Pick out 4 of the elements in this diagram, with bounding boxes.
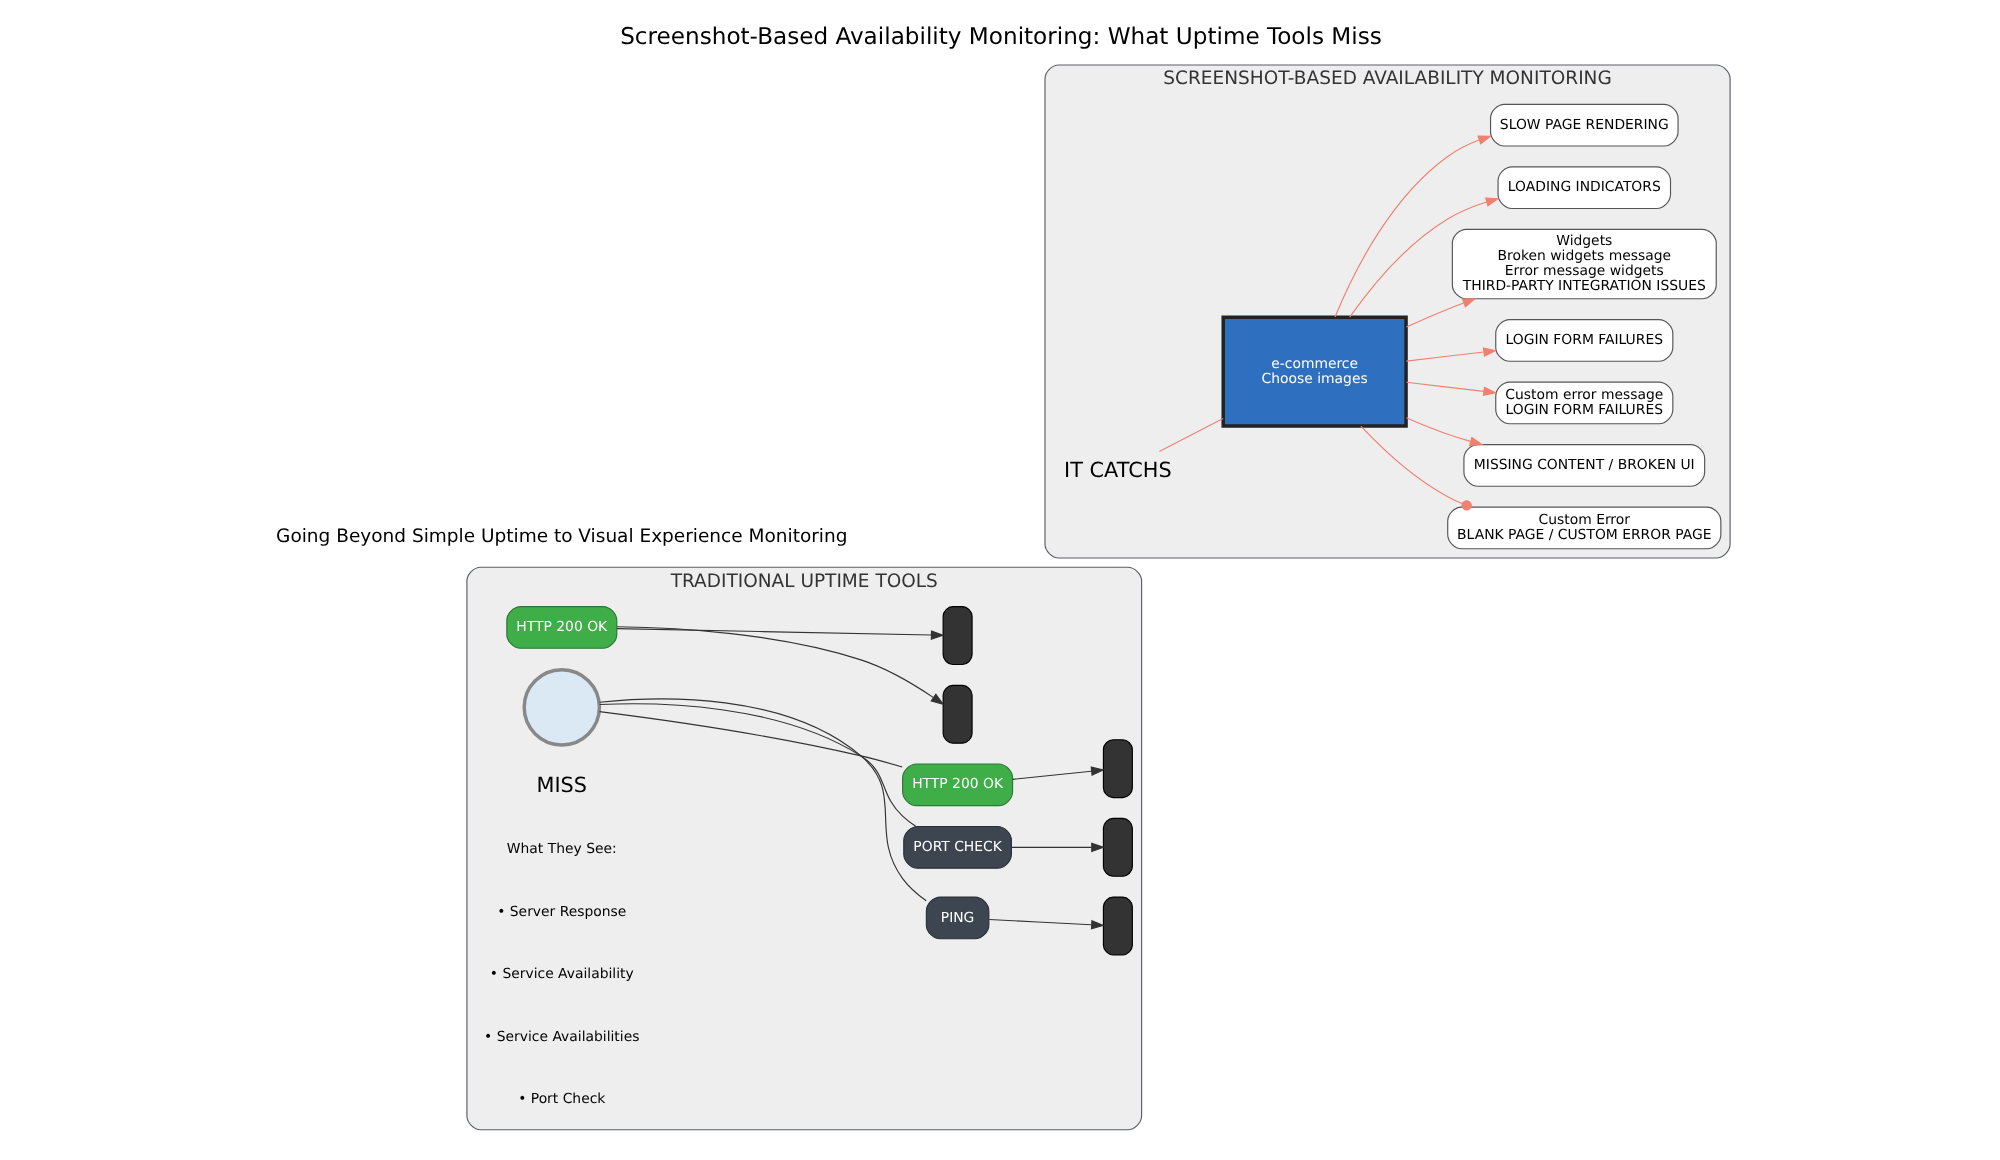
- caption: Going Beyond Simple Uptime to Visual Experience Monitoring: [275, 525, 847, 548]
- label: MISS: [535, 774, 587, 799]
- node-text: IT CATCHS: [1063, 459, 1171, 484]
- diagram-title: Screenshot-Based Availability Monitoring: What Uptime Tools Miss: [619, 22, 1381, 51]
